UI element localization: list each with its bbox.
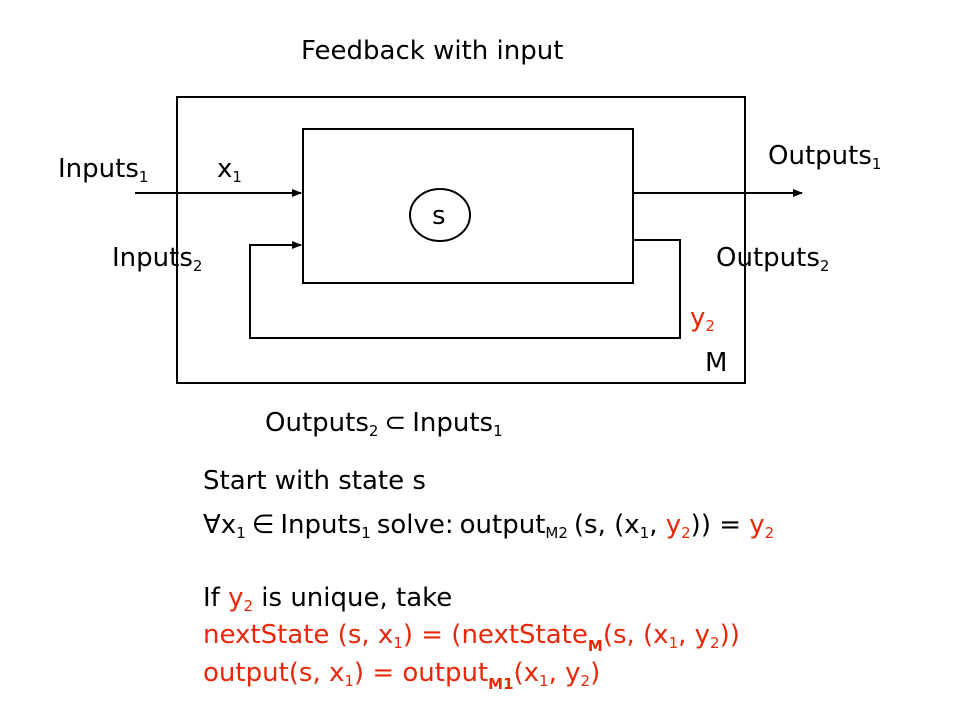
text-line-5: output(s, x1) = outputM1(x1, y2) <box>203 658 601 693</box>
text-line-4: nextState (s, x1) = (nextStateM(s, (x1, … <box>203 620 740 655</box>
diagram-title: Feedback with input <box>301 36 564 66</box>
state-label: s <box>432 201 446 231</box>
feedback-loop <box>249 239 681 339</box>
state-circle <box>409 188 471 242</box>
y2-label: y2 <box>690 303 715 335</box>
outputs1-label: Outputs1 <box>768 141 882 173</box>
subset-relation: Outputs2⊂Inputs1 <box>265 408 503 440</box>
inputs1-label: Inputs1 <box>58 154 149 186</box>
x1-label: x1 <box>217 154 242 186</box>
composite-machine-box <box>176 96 746 384</box>
text-line-3: If y2 is unique, take <box>203 583 453 615</box>
outputs2-label: Outputs2 <box>716 243 830 275</box>
inputs2-label: Inputs2 <box>112 243 203 275</box>
text-line-1: Start with state s <box>203 466 426 496</box>
machine-label: M <box>705 348 728 378</box>
inner-machine-box <box>302 128 634 284</box>
